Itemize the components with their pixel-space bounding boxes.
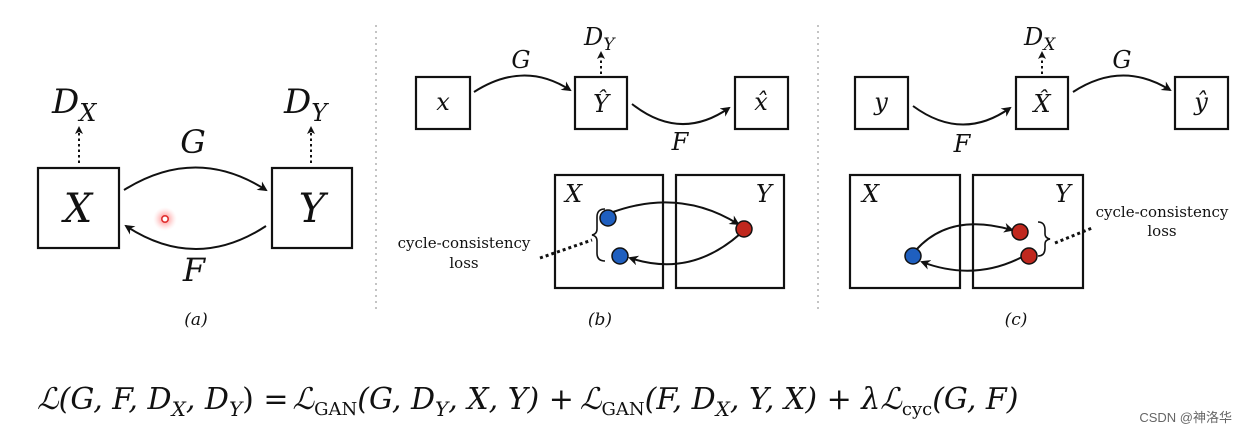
panel-a-g-arrow (123, 166, 268, 192)
objective-equation: ℒ(G, F, DX, DY) =ℒGAN(G, DY, X, Y) +ℒGAN… (37, 382, 1018, 421)
panel-b-g-label: G (511, 46, 530, 74)
panel-c-red-point-2 (1020, 247, 1038, 265)
panel-c-y-box (853, 75, 910, 131)
panel-c-square-y-label: Y (1055, 180, 1073, 208)
panel-c-brace (1037, 221, 1051, 257)
panel-b-square-y-label: Y (756, 180, 774, 208)
panel-b-x-box (414, 75, 472, 131)
panel-b-g-arrow (473, 74, 572, 93)
panel-c-xhat-label: X̂ (1031, 90, 1051, 118)
panel-a-dx-label: DX (51, 82, 97, 127)
panel-c-red-point-1 (1011, 223, 1029, 241)
panel-a-f-label: F (182, 251, 207, 289)
watermark: CSDN @神洛华 (1139, 410, 1232, 425)
panel-b-backward-arrow (628, 233, 741, 266)
panel-c-xhat-box (1014, 75, 1070, 131)
panel-c-f-arrow (912, 105, 1012, 126)
panel-c: y X̂ ŷ DX F G X Y cycle-consistency loss… (848, 23, 1230, 330)
panel-b-square-x-label: X (563, 180, 583, 208)
panel-b-blue-point-1 (599, 209, 617, 227)
panel-b-loss-label-2: loss (449, 254, 478, 272)
panel-b-loss-label-1: cycle-consistency (398, 234, 531, 252)
panel-b: x Ŷ x̂ DY G F X Y cycle-consistency loss… (398, 23, 790, 330)
panel-b-square-x (553, 173, 665, 290)
panel-a-y-box (270, 166, 354, 250)
panel-c-forward-arrow (915, 222, 1014, 251)
panel-b-blue-point-2 (611, 247, 629, 265)
panel-c-square-x-label: X (860, 180, 880, 208)
panel-a-f-arrow (124, 224, 267, 250)
panel-c-g-arrow (1072, 74, 1172, 93)
panel-b-x-label: x (436, 88, 450, 116)
panel-c-g-label: G (1112, 46, 1131, 74)
panel-b-dy-label: DY (583, 23, 616, 55)
panel-c-backward-arrow (920, 255, 1025, 272)
panel-b-xhat-box (733, 75, 790, 131)
panel-a: DX DY X Y G F (a) (36, 82, 354, 330)
panel-b-red-point (735, 220, 753, 238)
panel-a-x-label: X (61, 186, 94, 232)
panel-c-yhat-box (1173, 75, 1230, 131)
panel-c-blue-point (904, 247, 922, 265)
panel-a-y-label: Y (299, 186, 329, 232)
panel-b-square-y (674, 173, 786, 290)
panel-c-loss-label-2: loss (1147, 222, 1176, 240)
panel-c-dx-label: DX (1023, 23, 1056, 55)
panel-a-x-box (36, 166, 121, 250)
panel-b-caption: (b) (588, 310, 612, 330)
panel-c-loss-label-1: cycle-consistency (1096, 203, 1229, 221)
panel-b-f-label: F (671, 128, 690, 156)
panel-c-caption: (c) (1005, 310, 1028, 330)
panel-c-y-label: y (873, 88, 888, 116)
panel-c-f-label: F (953, 130, 972, 158)
panel-c-loss-line (1054, 226, 1093, 245)
panel-a-g-label: G (180, 123, 206, 161)
panel-a-caption: (a) (184, 310, 207, 330)
panel-b-brace (591, 208, 606, 262)
cursor-dot (161, 215, 170, 224)
panel-b-xhat-label: x̂ (754, 88, 768, 116)
panel-b-forward-arrow (612, 201, 740, 226)
panel-b-f-arrow (631, 103, 731, 126)
panel-b-yhat-box (573, 75, 629, 131)
panel-c-yhat-label: ŷ (1193, 88, 1208, 116)
panel-a-dy-label: DY (283, 82, 329, 127)
panel-b-yhat-label: Ŷ (593, 89, 611, 118)
